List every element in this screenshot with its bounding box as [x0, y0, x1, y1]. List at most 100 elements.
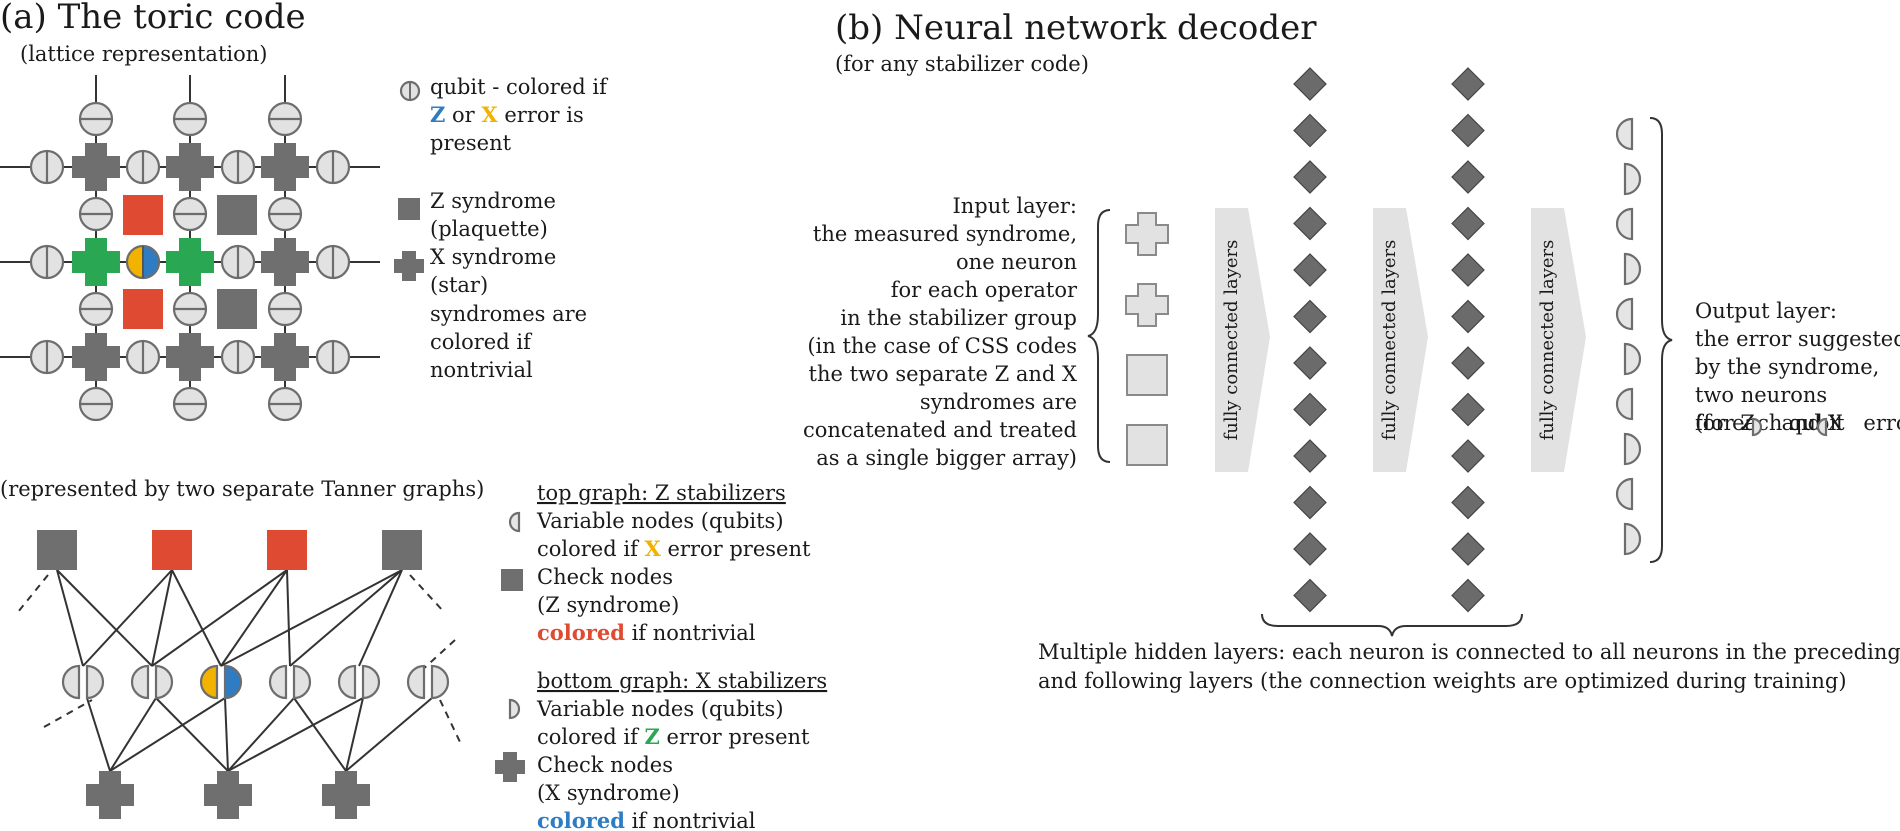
hidden-neuron [1451, 485, 1485, 520]
hidden-neuron [1451, 532, 1485, 566]
z-syndrome-gray-1 [217, 195, 257, 235]
tanner-x-check-node [204, 771, 252, 819]
tanner-edge [286, 569, 291, 667]
tanner-edge [56, 569, 84, 667]
output-text-line: the error suggested [1695, 327, 1900, 351]
tanner-top-check-line1: Check nodes [537, 565, 673, 589]
x-syndrome-star [72, 143, 120, 191]
tanner-edge-dashed [419, 639, 456, 673]
hidden-neuron [1293, 299, 1327, 334]
legend-z-syndrome-icon [398, 198, 420, 220]
hidden-layer-2 [1451, 67, 1485, 613]
qubit [78, 196, 114, 232]
z-syndrome-gray-2 [217, 289, 257, 329]
hidden-neuron [1451, 113, 1485, 148]
input-text-line: one neuron [956, 250, 1077, 274]
qubit [125, 149, 161, 185]
qubit [267, 291, 303, 327]
x-syndrome-star [261, 238, 309, 286]
panel-a: (a) The toric code (lattice representati… [0, 0, 827, 831]
output-neuron-x [1615, 387, 1634, 421]
output-neuron-z [1623, 252, 1642, 286]
tanner-x-check-node [86, 771, 134, 819]
tanner-edge [220, 569, 288, 667]
qubit-error [125, 244, 161, 280]
hidden-layers-brace [1261, 613, 1523, 637]
tanner-edge [345, 697, 433, 772]
legend-qubit-line3: present [430, 131, 512, 155]
fc-arrow-2: fully connected layers [1373, 208, 1428, 472]
tanner-edge-dashed [17, 574, 49, 613]
tanner-edge [151, 569, 173, 667]
legend-zsyn-line1: Z syndrome [430, 189, 556, 213]
tanner-bottom-var-line1: Variable nodes (qubits) [536, 697, 784, 721]
input-neuron-x [1125, 212, 1169, 256]
hidden-layer-1 [1293, 67, 1327, 613]
tanner-edges [17, 569, 461, 772]
qubit [172, 196, 208, 232]
tanner-top-check-line3: colored if nontrivial [537, 620, 756, 645]
hidden-neuron [1293, 206, 1327, 241]
legend-zsyn-line2: (plaquette) [430, 217, 548, 241]
hidden-neuron [1451, 253, 1485, 287]
input-text-line: the measured syndrome, [813, 222, 1077, 246]
tanner-variable-node [130, 664, 174, 700]
legend-top-var-icon [508, 511, 521, 533]
legend-x-syndrome-icon [394, 251, 424, 281]
hidden-neuron [1451, 392, 1485, 427]
fc-arrow-label: fully connected layers [1537, 240, 1558, 441]
x-syndrome-star-green [166, 238, 214, 286]
x-syndrome-star [261, 143, 309, 191]
output-neuron-x [1615, 477, 1634, 511]
x-syndrome-star [261, 333, 309, 381]
tanner-edge [56, 569, 153, 667]
fc-arrow-1: fully connected layers [1215, 208, 1270, 472]
fc-arrow-shape [1531, 208, 1586, 472]
tanner-z-check-node-red [152, 530, 192, 570]
tanner-bottom-check-line2: (X syndrome) [537, 781, 680, 805]
tanner-bottom-var-line2: colored if Z error present [537, 724, 810, 749]
tanner-z-check-node [382, 530, 422, 570]
tanner-edge [345, 697, 364, 772]
tanner-variable-node [61, 664, 105, 700]
qubit [220, 339, 256, 375]
legend-xsyn-line2: (star) [430, 273, 488, 297]
tanner-edge [109, 697, 226, 772]
fc-arrow-shape [1373, 208, 1428, 472]
legend-bottom-var-icon [508, 698, 521, 720]
tanner-legend: top graph: Z stabilizers Variable nodes … [495, 481, 827, 831]
x-syndrome-star [72, 333, 120, 381]
output-text-line: by the syndrome, [1695, 355, 1879, 379]
output-text-line: two neurons [1695, 383, 1827, 407]
output-neuron-z [1623, 522, 1642, 556]
hidden-neuron [1293, 160, 1327, 194]
inline-z-qubit-icon [1751, 417, 1763, 437]
tanner-edge-dashed [439, 699, 461, 743]
input-text-line: (in the case of CSS codes [807, 334, 1077, 358]
hidden-neuron [1293, 439, 1327, 473]
panel-a-title: (a) The toric code [0, 0, 306, 37]
tanner-edge [227, 697, 364, 772]
legend-note-line1: syndromes are [430, 302, 587, 326]
tanner-check-nodes-bottom [86, 771, 370, 819]
tanner-edge [358, 569, 403, 667]
tanner-variable-node [268, 664, 312, 700]
input-layer-neurons [1125, 212, 1169, 466]
inline-x-qubit-icon [1816, 417, 1828, 437]
qubit [29, 339, 65, 375]
qubit [172, 291, 208, 327]
hidden-neuron [1451, 67, 1485, 101]
output-neuron-z [1623, 432, 1642, 466]
legend-top-check-icon [501, 569, 523, 591]
hidden-caption-line2: and following layers (the connection wei… [1038, 669, 1847, 693]
tanner-edge [151, 569, 288, 667]
output-text-line: Output layer: [1695, 299, 1837, 323]
input-text-line: concatenated and treated [803, 418, 1077, 442]
input-text-line: Input layer: [952, 194, 1077, 218]
qubit [29, 149, 65, 185]
hidden-neuron [1293, 485, 1327, 520]
legend-bottom-check-icon [495, 752, 525, 782]
tanner-z-check-node [37, 530, 77, 570]
tanner-edge [82, 569, 173, 667]
